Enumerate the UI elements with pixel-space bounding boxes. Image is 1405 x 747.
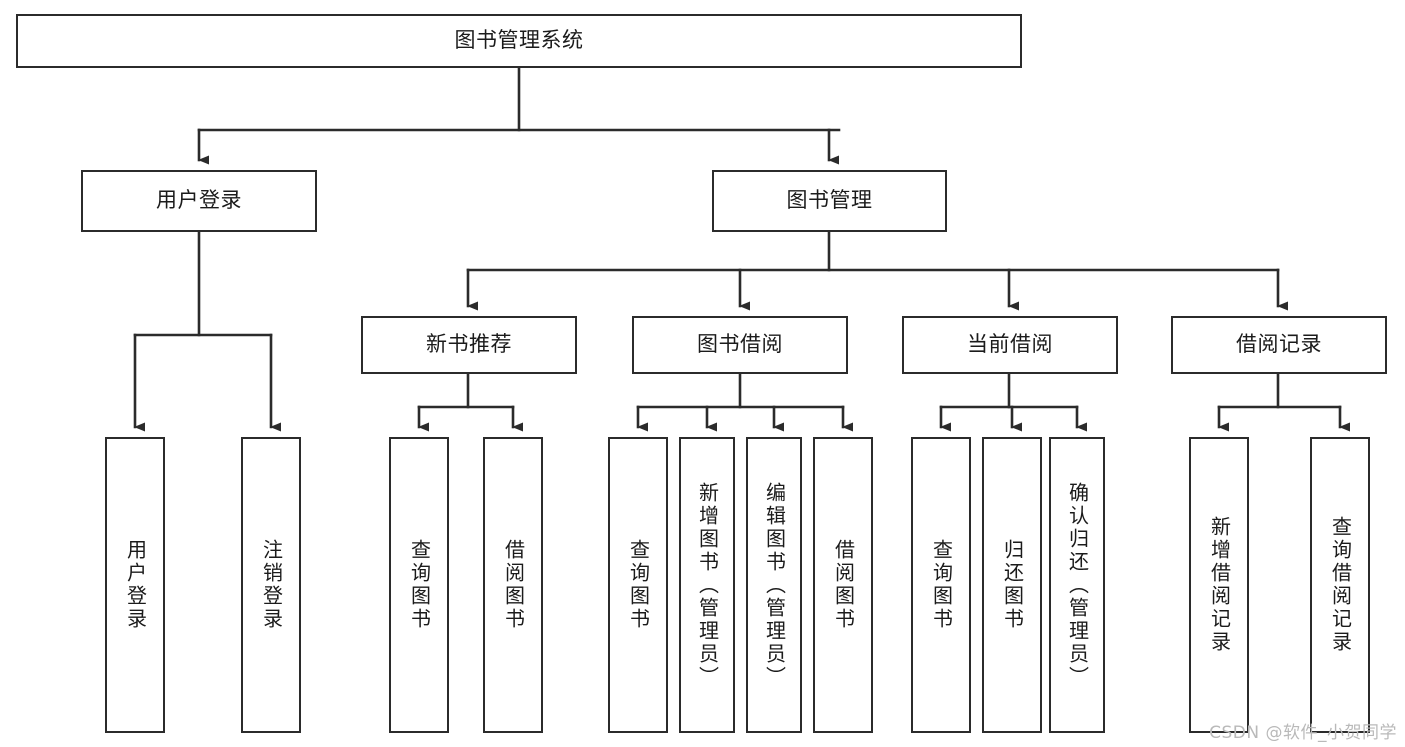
node-book-borrow[interactable]: 图书借阅 <box>632 316 848 374</box>
node-leaf-borrow-book-bor-label: 借阅图书 <box>831 539 856 631</box>
node-book-manage-label: 图书管理 <box>786 188 873 213</box>
node-new-book-recommend[interactable]: 新书推荐 <box>361 316 577 374</box>
node-leaf-user-logout-label: 注销登录 <box>259 539 284 631</box>
node-user-login-label: 用户登录 <box>156 188 242 213</box>
node-leaf-borrow-book-rec-label: 借阅图书 <box>501 539 526 631</box>
node-leaf-query-book-bor-label: 查询图书 <box>626 539 651 631</box>
node-borrow-record-label: 借阅记录 <box>1236 332 1322 357</box>
node-leaf-query-borrow-record[interactable]: 查询借阅记录 <box>1310 437 1370 733</box>
node-leaf-user-logout[interactable]: 注销登录 <box>241 437 301 733</box>
node-leaf-confirm-return-admin[interactable]: 确认归还（管理员） <box>1049 437 1105 733</box>
node-user-login[interactable]: 用户登录 <box>81 170 317 232</box>
node-leaf-return-book-label: 归还图书 <box>1000 539 1025 631</box>
node-leaf-user-login[interactable]: 用户登录 <box>105 437 165 733</box>
node-leaf-query-book-cur[interactable]: 查询图书 <box>911 437 971 733</box>
node-leaf-query-book-rec[interactable]: 查询图书 <box>389 437 449 733</box>
node-root-label: 图书管理系统 <box>454 28 584 53</box>
node-leaf-query-book-rec-label: 查询图书 <box>407 539 432 631</box>
node-leaf-add-borrow-record[interactable]: 新增借阅记录 <box>1189 437 1249 733</box>
node-leaf-return-book[interactable]: 归还图书 <box>982 437 1042 733</box>
node-leaf-edit-book-admin[interactable]: 编辑图书（管理员） <box>746 437 802 733</box>
node-new-book-recommend-label: 新书推荐 <box>426 332 512 357</box>
node-leaf-query-book-bor[interactable]: 查询图书 <box>608 437 668 733</box>
node-leaf-add-book-admin[interactable]: 新增图书（管理员） <box>679 437 735 733</box>
node-leaf-user-login-label: 用户登录 <box>123 539 148 631</box>
node-leaf-borrow-book-rec[interactable]: 借阅图书 <box>483 437 543 733</box>
node-root[interactable]: 图书管理系统 <box>16 14 1022 68</box>
node-leaf-add-borrow-record-label: 新增借阅记录 <box>1207 516 1232 654</box>
node-current-borrow[interactable]: 当前借阅 <box>902 316 1118 374</box>
node-book-manage[interactable]: 图书管理 <box>712 170 947 232</box>
node-leaf-add-book-admin-label: 新增图书（管理员） <box>695 481 720 689</box>
node-leaf-edit-book-admin-label: 编辑图书（管理员） <box>762 481 787 689</box>
node-leaf-confirm-return-admin-label: 确认归还（管理员） <box>1065 481 1090 689</box>
node-leaf-query-borrow-record-label: 查询借阅记录 <box>1328 516 1353 654</box>
csdn-watermark: CSDN @软件_小贺同学 <box>1209 723 1397 743</box>
node-borrow-record[interactable]: 借阅记录 <box>1171 316 1387 374</box>
node-leaf-borrow-book-bor[interactable]: 借阅图书 <box>813 437 873 733</box>
node-current-borrow-label: 当前借阅 <box>967 332 1053 357</box>
node-book-borrow-label: 图书借阅 <box>697 332 783 357</box>
node-leaf-query-book-cur-label: 查询图书 <box>929 539 954 631</box>
